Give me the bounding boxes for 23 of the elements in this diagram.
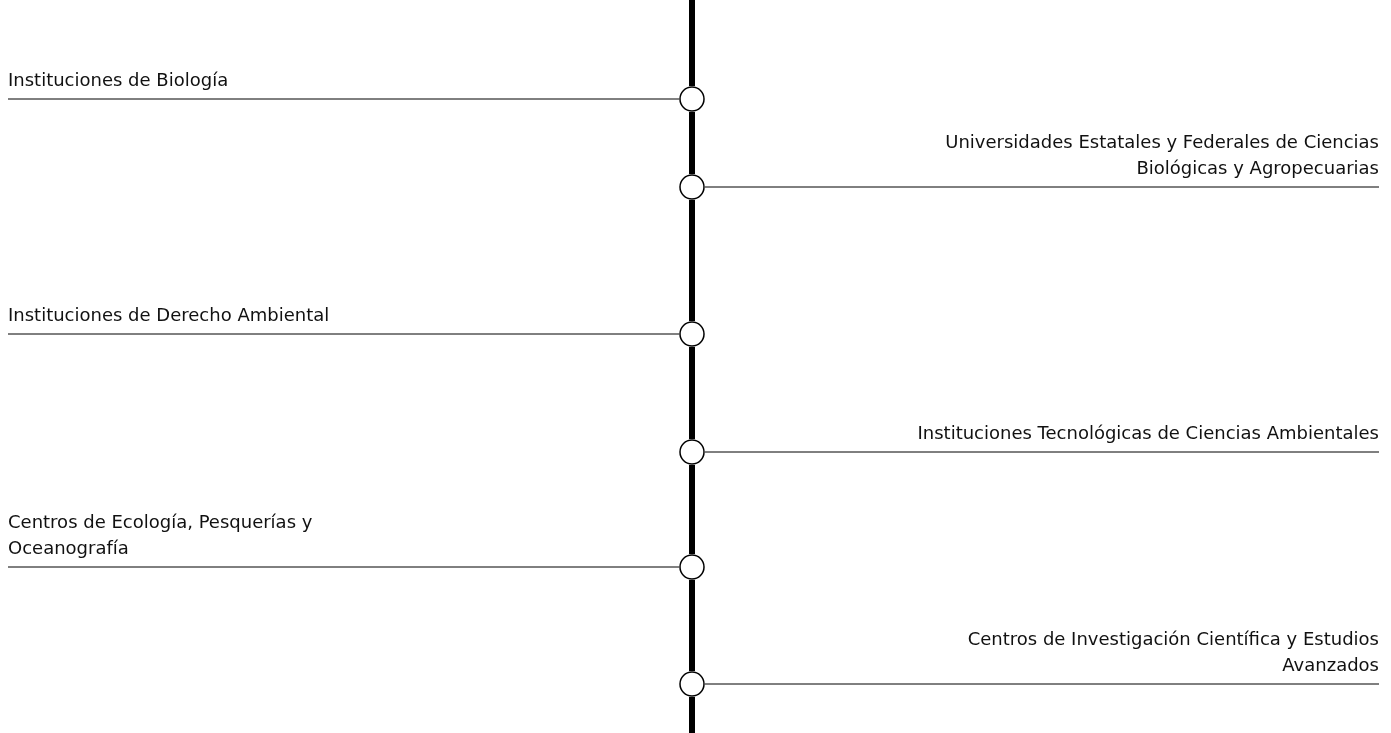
timeline-axis-line (689, 465, 695, 554)
timeline-node-circle (679, 86, 705, 112)
institution-label: Universidades Estatales y Federales de Ciencias Biológicas y Agropecuarias (879, 129, 1379, 187)
leader-line (704, 451, 1380, 453)
leader-line (7, 566, 680, 568)
institution-label: Instituciones Tecnológicas de Ciencias Ambientales (779, 420, 1379, 452)
timeline-node-circle (679, 321, 705, 347)
institution-label: Centros de Investigación Científica y Estudios Avanzados (909, 626, 1379, 684)
timeline-node-circle (679, 439, 705, 465)
institution-label: Instituciones de Derecho Ambiental (8, 302, 428, 334)
institution-label: Instituciones de Biología (8, 67, 428, 99)
timeline-node-circle (679, 174, 705, 200)
timeline-axis-line (689, 200, 695, 321)
timeline-axis-line (689, 580, 695, 671)
leader-line (704, 186, 1380, 188)
timeline-node-circle (679, 671, 705, 697)
leader-line (704, 683, 1380, 685)
timeline-node-circle (679, 554, 705, 580)
timeline-axis-line (689, 347, 695, 439)
institution-label: Centros de Ecología, Pesquerías y Oceanografía (8, 509, 348, 567)
timeline-axis-line (689, 112, 695, 174)
leader-line (7, 98, 680, 100)
leader-line (7, 333, 680, 335)
